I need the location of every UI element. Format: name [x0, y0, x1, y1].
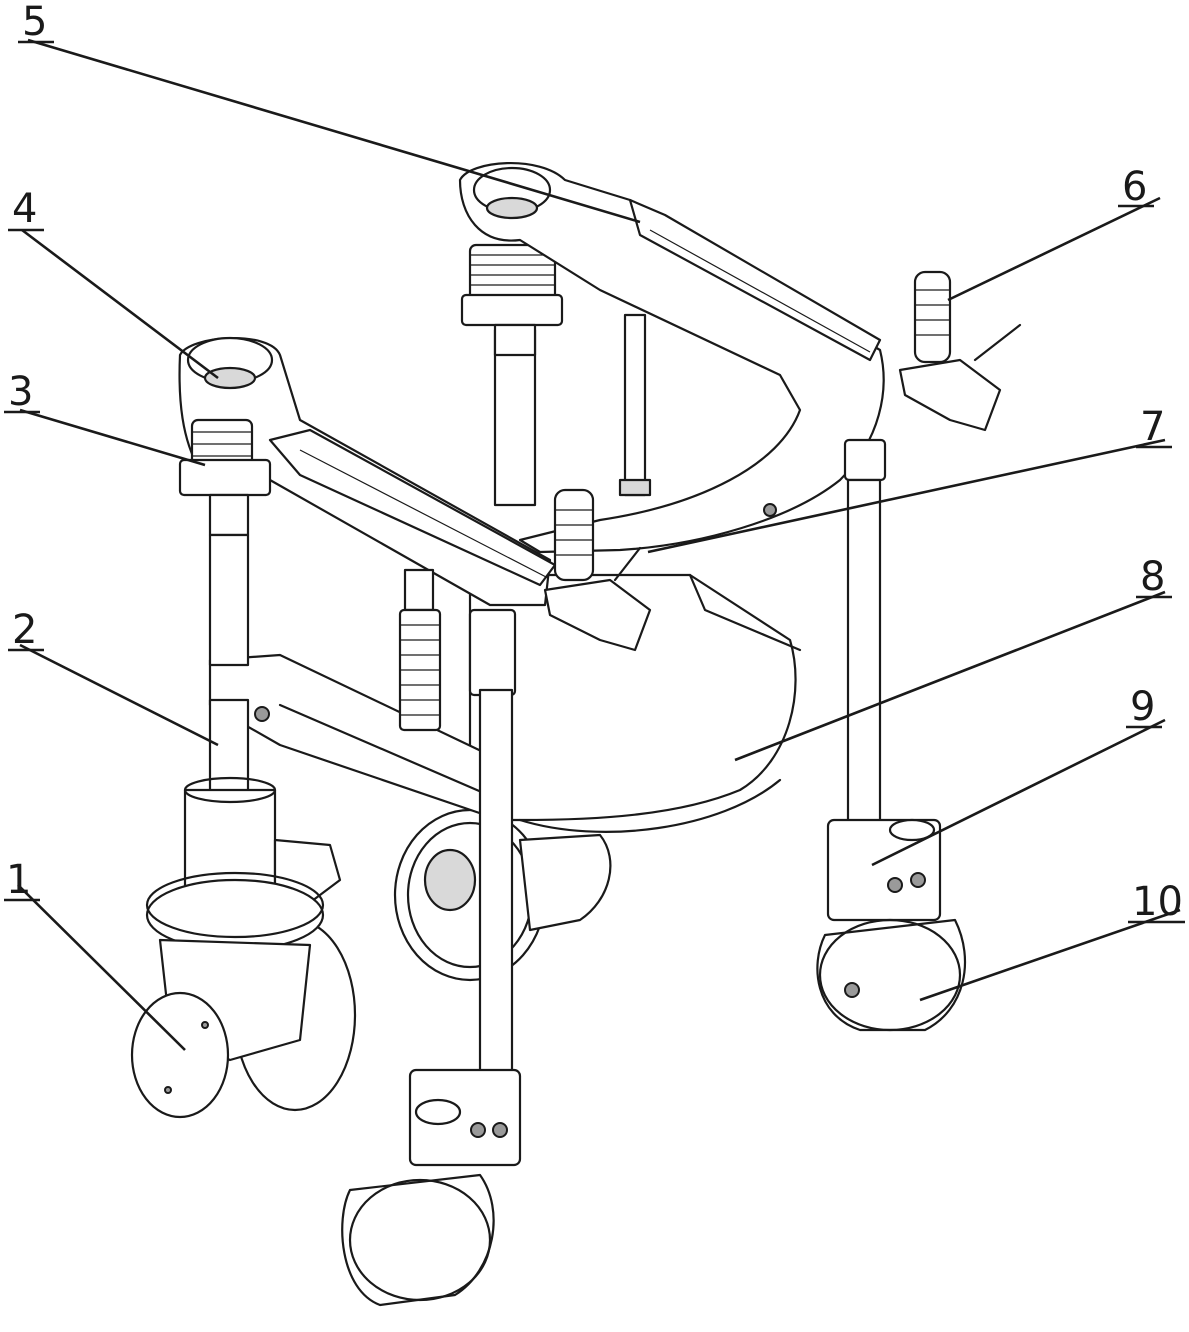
callout-number: 6 [1122, 164, 1147, 210]
right-column [817, 440, 965, 1030]
leader-6 [948, 198, 1160, 300]
callout-number: 10 [1132, 879, 1183, 925]
callout-number: 2 [12, 607, 37, 653]
callout-4: 4 [8, 186, 44, 232]
callout-5: 5 [18, 0, 54, 45]
callout-2: 2 [8, 607, 44, 653]
leader-5 [28, 40, 640, 222]
leader-3 [20, 410, 205, 465]
callout-number: 9 [1130, 684, 1155, 730]
leader-8 [735, 592, 1165, 760]
callout-3: 3 [4, 369, 40, 415]
leader-4 [22, 230, 218, 378]
drive-wheel [132, 873, 355, 1117]
leader-9 [872, 720, 1165, 865]
spring-rear [462, 245, 562, 355]
callout-number: 3 [8, 369, 33, 415]
callout-number: 4 [12, 186, 37, 232]
shock-absorber [400, 570, 440, 730]
clamp-handle-right [900, 272, 1020, 430]
callout-8: 8 [1136, 554, 1172, 600]
leader-2 [20, 645, 218, 745]
callout-1: 1 [4, 857, 40, 903]
callout-number: 1 [6, 857, 31, 903]
callout-number: 7 [1140, 404, 1165, 450]
callout-number: 8 [1140, 554, 1165, 600]
callout-7: 7 [1136, 404, 1172, 450]
callout-10: 10 [1128, 879, 1185, 925]
callout-number: 5 [22, 0, 47, 45]
